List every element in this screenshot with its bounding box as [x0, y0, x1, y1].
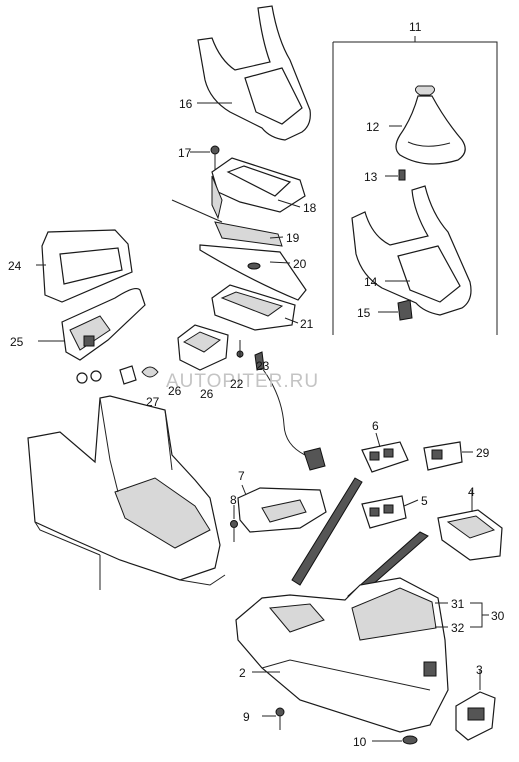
callout-10: 10 — [353, 735, 367, 749]
callout-27: 27 — [146, 395, 160, 409]
part-23-cable — [254, 351, 326, 471]
callout-16: 16 — [179, 97, 193, 111]
callout-13: 13 — [364, 170, 378, 184]
callout-26-right: 26 — [200, 387, 214, 401]
part-16-shift-bezel — [197, 5, 311, 141]
part-27-small-parts — [76, 365, 159, 385]
callout-18: 18 — [303, 201, 317, 215]
leader-lines — [36, 102, 489, 742]
part-5-switch — [361, 495, 407, 529]
part-24-ashtray-box — [41, 229, 133, 303]
part-12-shift-boot — [395, 85, 466, 165]
part-8-screw — [230, 520, 238, 542]
callout-11: 11 — [409, 20, 422, 34]
callout-7: 7 — [238, 469, 245, 483]
part-13-clip — [398, 169, 406, 181]
part-2-rear-console — [235, 577, 449, 733]
callout-25: 25 — [10, 335, 24, 349]
part-22-screw — [236, 340, 244, 358]
part-21-indicator-base — [211, 284, 296, 331]
callout-20: 20 — [293, 257, 307, 271]
callout-30: 30 — [491, 609, 505, 623]
callout-32: 32 — [451, 621, 465, 635]
part-19-slide-plate — [171, 199, 283, 247]
part-18-indicator-housing — [211, 157, 306, 220]
callout-3: 3 — [476, 663, 483, 677]
callout-22: 22 — [230, 377, 244, 391]
callout-19: 19 — [286, 231, 300, 245]
part-25-ashtray-assembly — [61, 288, 146, 361]
callout-labels: 16 17 18 19 20 21 22 23 24 25 26 26 27 1… — [8, 20, 505, 749]
callout-24: 24 — [8, 259, 22, 273]
callout-2: 2 — [239, 666, 246, 680]
part-17-screw — [210, 145, 220, 170]
part-9-screw — [275, 707, 285, 730]
callout-14: 14 — [364, 275, 378, 289]
part-20-light-guide — [199, 244, 307, 301]
part-1-console-body — [27, 395, 226, 586]
part-14-lower-bezel — [351, 185, 472, 316]
callout-26-left: 26 — [168, 384, 182, 398]
callout-9: 9 — [243, 710, 250, 724]
callout-4: 4 — [468, 485, 475, 499]
part-15-clip — [397, 299, 413, 321]
callout-12: 12 — [366, 120, 380, 134]
part-29-switch — [423, 441, 463, 471]
part-4-tray — [437, 509, 503, 561]
part-10-plug — [402, 735, 418, 745]
callout-8: 8 — [230, 493, 237, 507]
callout-23: 23 — [256, 359, 270, 373]
callout-6: 6 — [372, 419, 379, 433]
callout-17: 17 — [178, 146, 192, 160]
callout-21: 21 — [300, 317, 314, 331]
callout-31: 31 — [451, 597, 465, 611]
callout-15: 15 — [357, 306, 371, 320]
group-11-bracket — [332, 36, 498, 335]
watermark-text: AUTOPITER.RU — [166, 371, 319, 392]
part-26-socket-box — [177, 324, 229, 371]
callout-29: 29 — [476, 446, 490, 460]
part-7-cover — [237, 487, 327, 533]
callout-5: 5 — [421, 494, 428, 508]
part-6-switch — [361, 441, 409, 473]
part-3-end-cap — [455, 691, 496, 741]
